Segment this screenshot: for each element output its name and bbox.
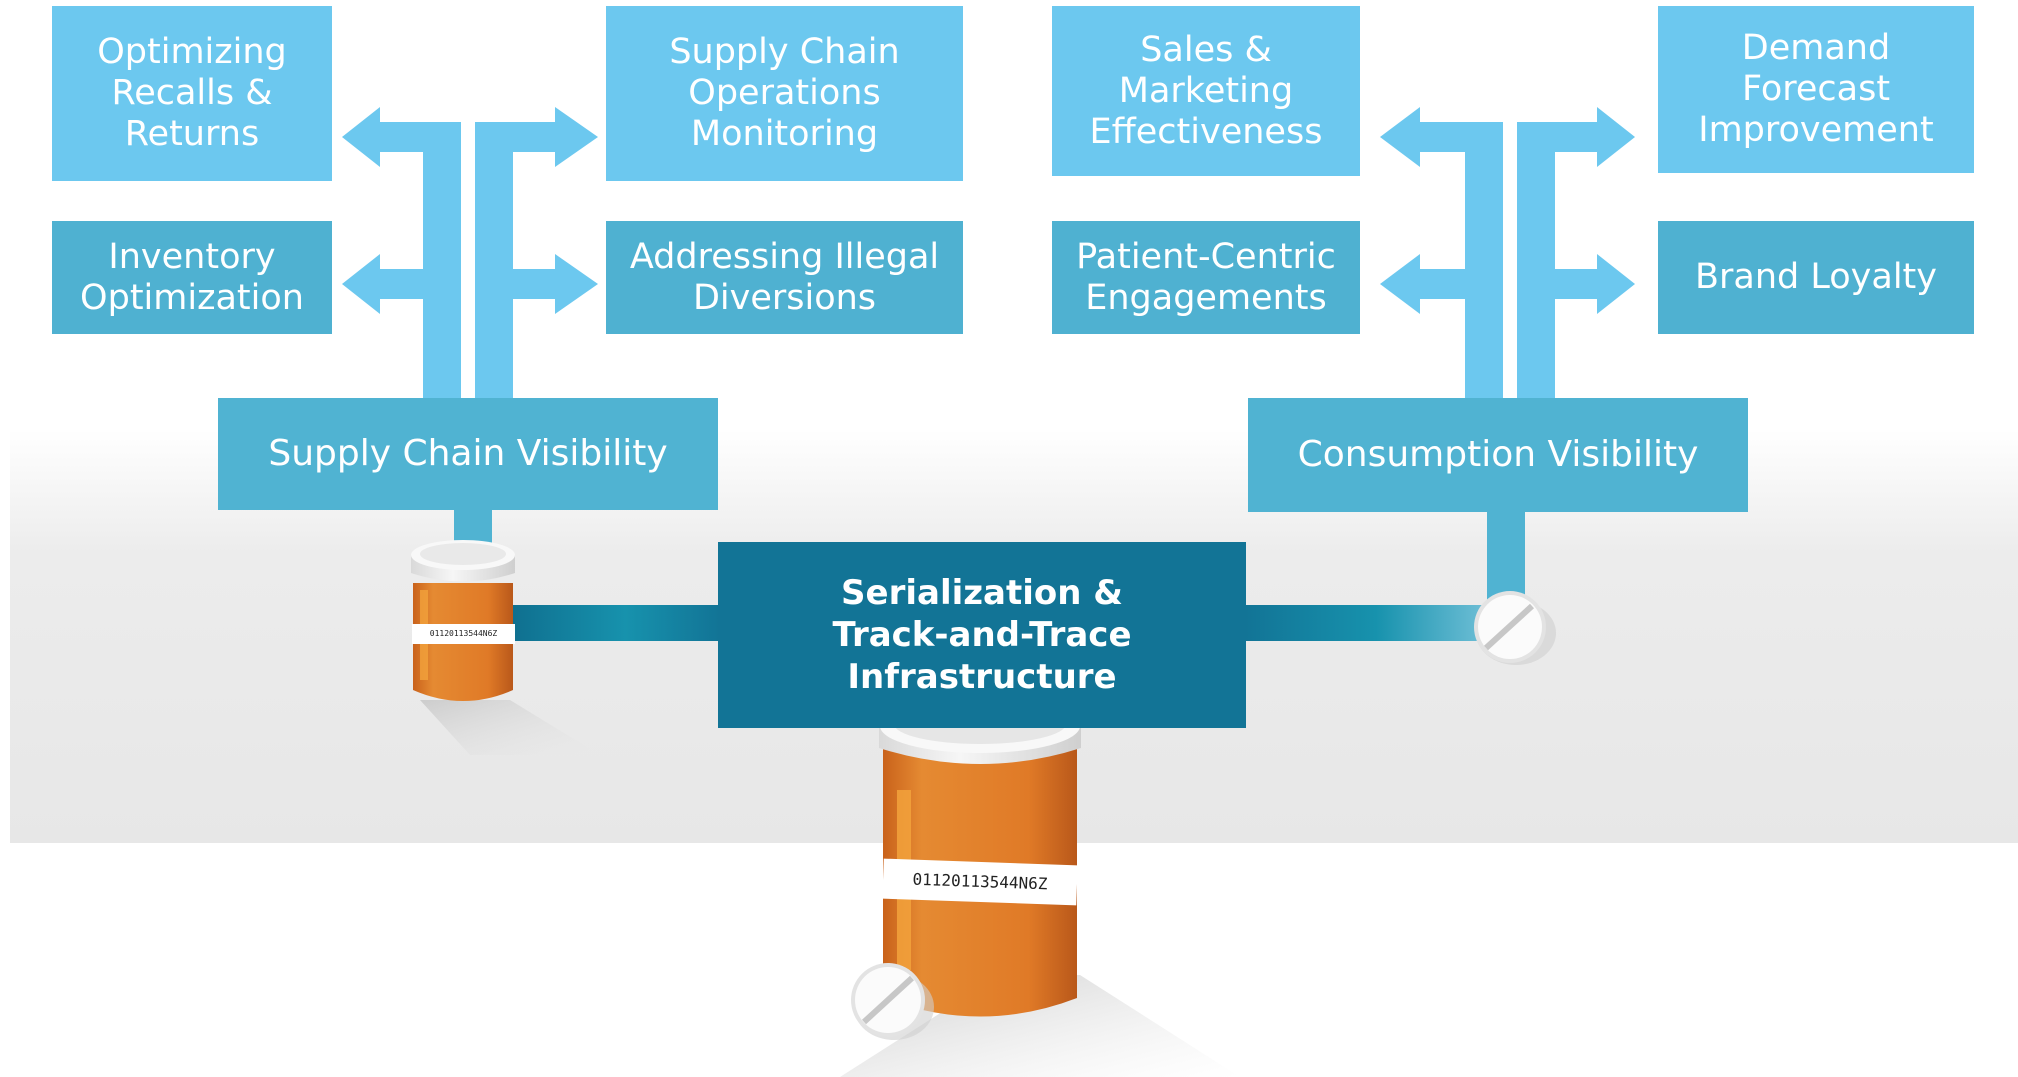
optimizing-recalls-box: Optimizing Recalls & Returns xyxy=(52,6,332,181)
supply-chain-ops-box: Supply Chain Operations Monitoring xyxy=(606,6,963,181)
brand-loyalty-box: Brand Loyalty xyxy=(1658,221,1974,334)
supply-chain-visibility-box: Supply Chain Visibility xyxy=(218,398,718,510)
illegal-diversions-box: Addressing Illegal Diversions xyxy=(606,221,963,334)
illegal-diversions-label: Addressing Illegal Diversions xyxy=(629,236,940,318)
serialization-core-box: Serialization & Track-and-Trace Infrastr… xyxy=(718,542,1246,728)
patient-centric-label: Patient-Centric Engagements xyxy=(1076,236,1336,318)
large-bottle-shadow xyxy=(840,975,1240,1077)
consumption-visibility-box: Consumption Visibility xyxy=(1248,398,1748,512)
large-pill-bottle xyxy=(879,699,1081,1017)
inventory-optimization-box: Inventory Optimization xyxy=(52,221,332,334)
demand-forecast-box: Demand Forecast Improvement xyxy=(1658,6,1974,173)
inventory-optimization-label: Inventory Optimization xyxy=(80,236,304,318)
right-pill xyxy=(1474,591,1556,665)
right-branch-connectors xyxy=(1380,107,1635,400)
small-bottle-shadow xyxy=(420,700,600,755)
supply-chain-ops-label: Supply Chain Operations Monitoring xyxy=(669,32,900,154)
large-bottle-barcode: 01120113544N6Z xyxy=(882,858,1078,906)
small-bottle-barcode: 01120113544N6Z xyxy=(412,624,515,644)
demand-forecast-label: Demand Forecast Improvement xyxy=(1698,28,1934,150)
optimizing-recalls-label: Optimizing Recalls & Returns xyxy=(97,32,287,154)
serialization-label: Serialization & Track-and-Trace Infrastr… xyxy=(832,573,1132,697)
left-branch-connectors xyxy=(342,107,598,400)
sales-marketing-box: Sales & Marketing Effectiveness xyxy=(1052,6,1360,176)
left-link-bar xyxy=(510,605,720,641)
right-link-bar xyxy=(1245,605,1507,641)
patient-centric-box: Patient-Centric Engagements xyxy=(1052,221,1360,334)
sales-marketing-label: Sales & Marketing Effectiveness xyxy=(1089,29,1323,152)
supply-chain-visibility-label: Supply Chain Visibility xyxy=(268,433,668,474)
consumption-visibility-label: Consumption Visibility xyxy=(1297,434,1699,475)
bottom-pill xyxy=(851,963,934,1040)
brand-loyalty-label: Brand Loyalty xyxy=(1695,257,1937,297)
small-pill-bottle xyxy=(411,540,515,701)
